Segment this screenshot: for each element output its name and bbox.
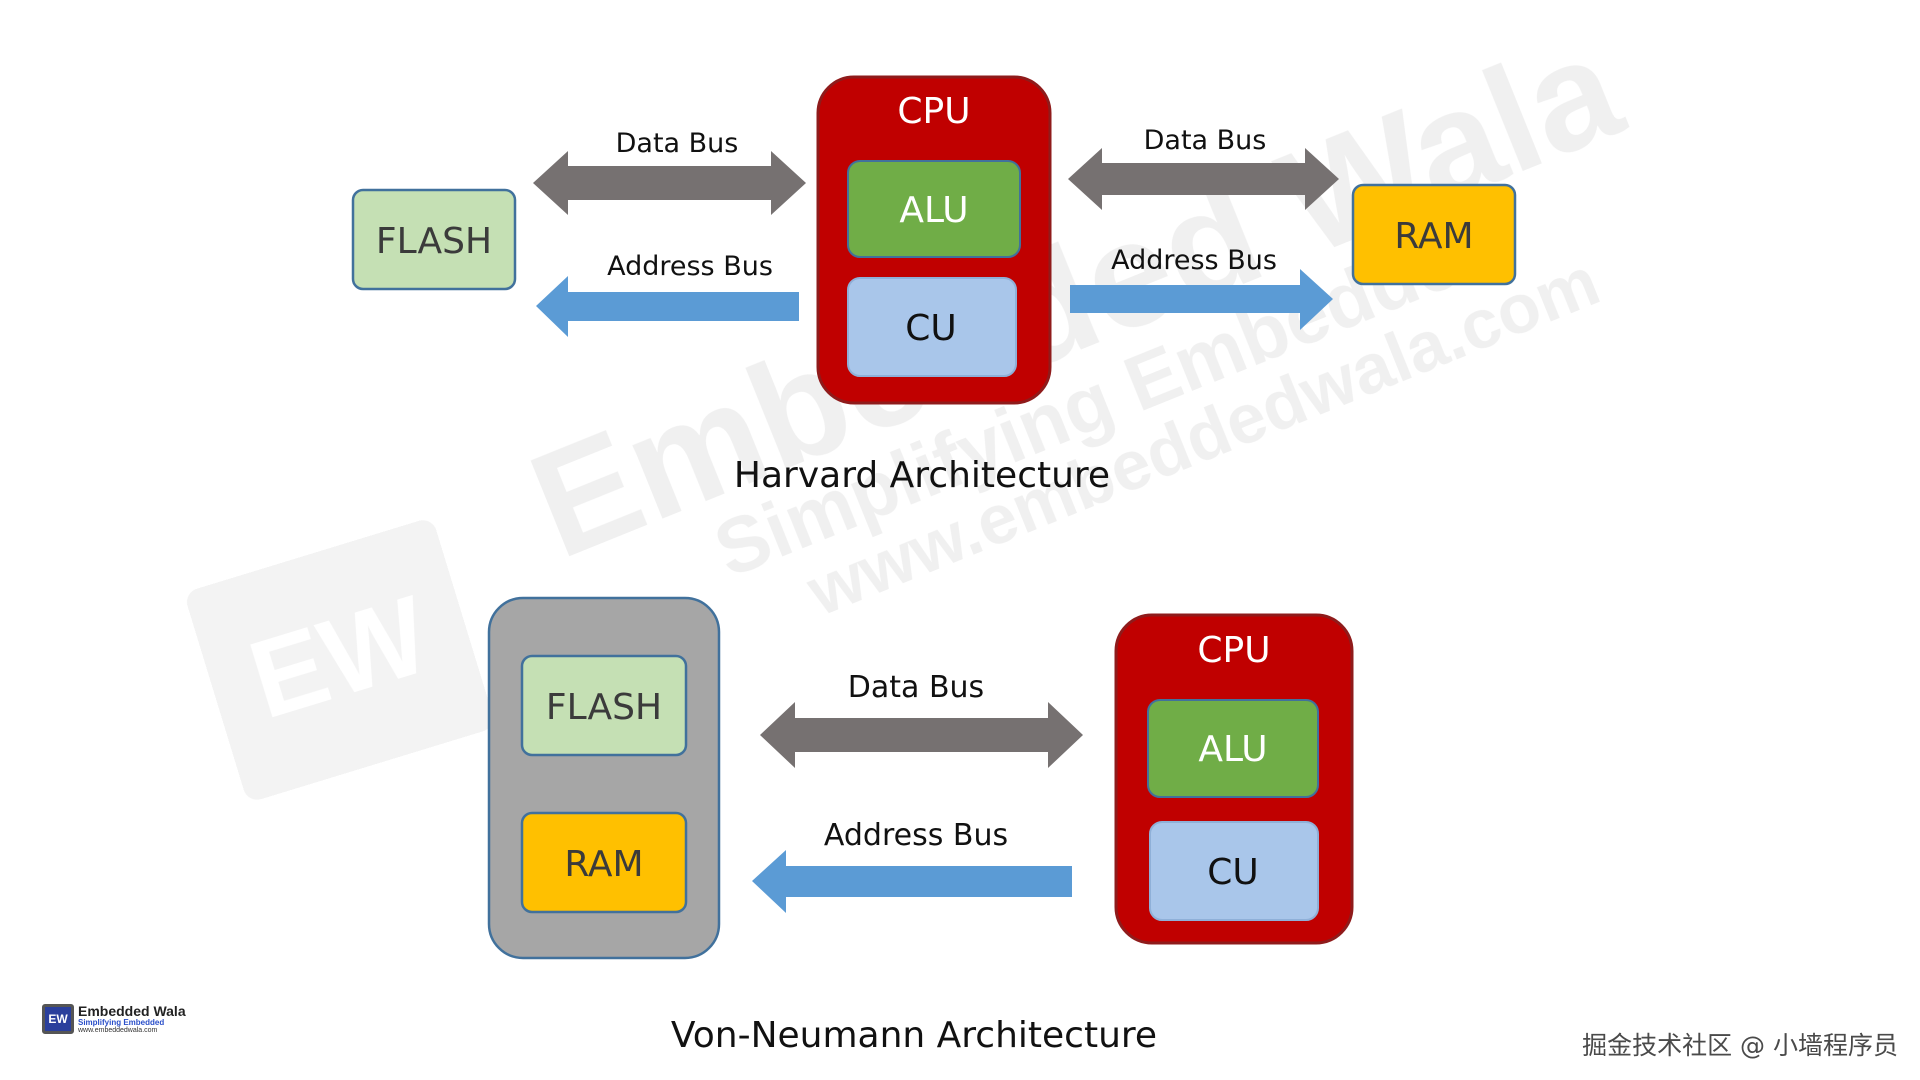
- chip-icon: EW: [42, 1004, 74, 1035]
- brand-url: www.embeddedwala.com: [78, 1027, 158, 1035]
- harvard-section: FLASH Data Bus Address Bus CPU ALU CU Da…: [351, 75, 1517, 496]
- harvard-right-address-bus-label: Address Bus: [1111, 245, 1277, 276]
- brand-tagline: Simplifying Embedded: [78, 1017, 165, 1027]
- brand-name: Embedded Wala: [78, 1003, 186, 1019]
- vn-cu-box: [1149, 821, 1319, 921]
- vn-ram-label: RAM: [564, 844, 643, 885]
- harvard-right-data-bus-arrow: [1068, 148, 1339, 210]
- source-watermark: 掘金技术社区 @ 小墙程序员: [1582, 1031, 1898, 1060]
- harvard-left-address-bus-arrow: [536, 276, 799, 337]
- vn-alu-label: ALU: [1198, 729, 1267, 770]
- harvard-alu-box: [847, 160, 1021, 258]
- harvard-left-data-bus-arrow: [533, 151, 806, 215]
- vn-flash-label: FLASH: [546, 687, 662, 728]
- harvard-left-data-bus-label: Data Bus: [616, 128, 739, 159]
- vn-data-bus-arrow: [760, 702, 1083, 768]
- vn-alu-box: [1147, 699, 1319, 798]
- vn-address-bus-label: Address Bus: [824, 818, 1008, 853]
- harvard-flash-block: FLASH: [351, 188, 517, 291]
- von-neumann-section: FLASH RAM Data Bus Address Bus CPU ALU C…: [487, 596, 1354, 1056]
- brand-logo: EW Embedded Wala Simplifying Embedded ww…: [42, 1004, 186, 1035]
- harvard-left-address-bus-label: Address Bus: [607, 251, 773, 282]
- harvard-ram-box: [1351, 183, 1517, 286]
- vn-cpu-block: CPU ALU CU: [1114, 613, 1354, 945]
- harvard-cu-label: CU: [905, 308, 957, 349]
- harvard-cu-box: [847, 277, 1017, 377]
- vn-flash-box: [520, 654, 688, 757]
- harvard-title: Harvard Architecture: [734, 455, 1110, 496]
- vn-address-bus-arrow: [752, 850, 1072, 913]
- harvard-ram-label: RAM: [1394, 216, 1473, 257]
- harvard-flash-box: [351, 188, 517, 291]
- vn-ram-box: [520, 811, 688, 914]
- harvard-alu-label: ALU: [899, 190, 968, 231]
- von-neumann-title: Von-Neumann Architecture: [671, 1015, 1157, 1056]
- vn-memory-group: FLASH RAM: [487, 596, 721, 960]
- harvard-ram-block: RAM: [1351, 183, 1517, 286]
- watermark-chip-shape: [187, 520, 493, 800]
- harvard-flash-label: FLASH: [376, 221, 492, 262]
- harvard-cpu-block: CPU ALU CU: [816, 75, 1052, 405]
- harvard-right-data-bus-label: Data Bus: [1144, 125, 1267, 156]
- vn-data-bus-label: Data Bus: [848, 670, 984, 705]
- vn-cu-label: CU: [1207, 852, 1259, 893]
- harvard-right-address-bus-arrow: [1070, 269, 1333, 330]
- brand-text: Embedded Wala Simplifying Embedded www.e…: [78, 1004, 186, 1034]
- vn-cpu-label: CPU: [1197, 630, 1270, 671]
- harvard-cpu-label: CPU: [897, 91, 970, 132]
